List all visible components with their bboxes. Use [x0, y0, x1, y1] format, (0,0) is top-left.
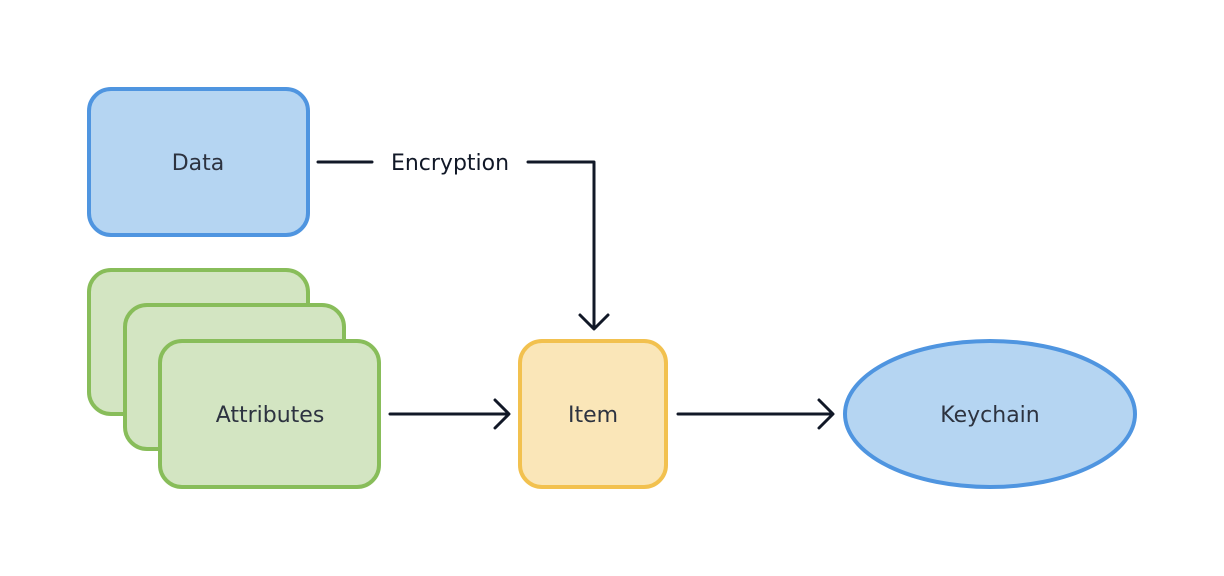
data-node[interactable]: Data — [87, 87, 310, 237]
keychain-node[interactable]: Keychain — [843, 339, 1137, 489]
item-node[interactable]: Item — [518, 339, 668, 489]
encryption-edge-label: Encryption — [391, 151, 509, 176]
encryption-edge-line-right — [526, 160, 596, 330]
attributes-to-item-arrowhead — [493, 398, 511, 430]
item-to-keychain-edge — [676, 398, 835, 430]
keychain-node-label: Keychain — [940, 403, 1039, 428]
encryption-edge: Encryption — [316, 151, 610, 331]
item-node-shape — [518, 339, 668, 489]
item-node-label: Item — [568, 403, 618, 428]
data-node-shape — [87, 87, 310, 237]
attributes-node-front-shape — [158, 339, 381, 489]
attributes-to-item-edge — [388, 398, 511, 430]
encryption-edge-arrowhead — [578, 313, 610, 331]
data-node-label: Data — [172, 151, 225, 176]
item-to-keychain-arrowhead — [817, 398, 835, 430]
attributes-node-stack[interactable]: Attributes — [87, 268, 381, 489]
attributes-node-label: Attributes — [216, 403, 325, 428]
keychain-node-shape — [843, 339, 1137, 489]
